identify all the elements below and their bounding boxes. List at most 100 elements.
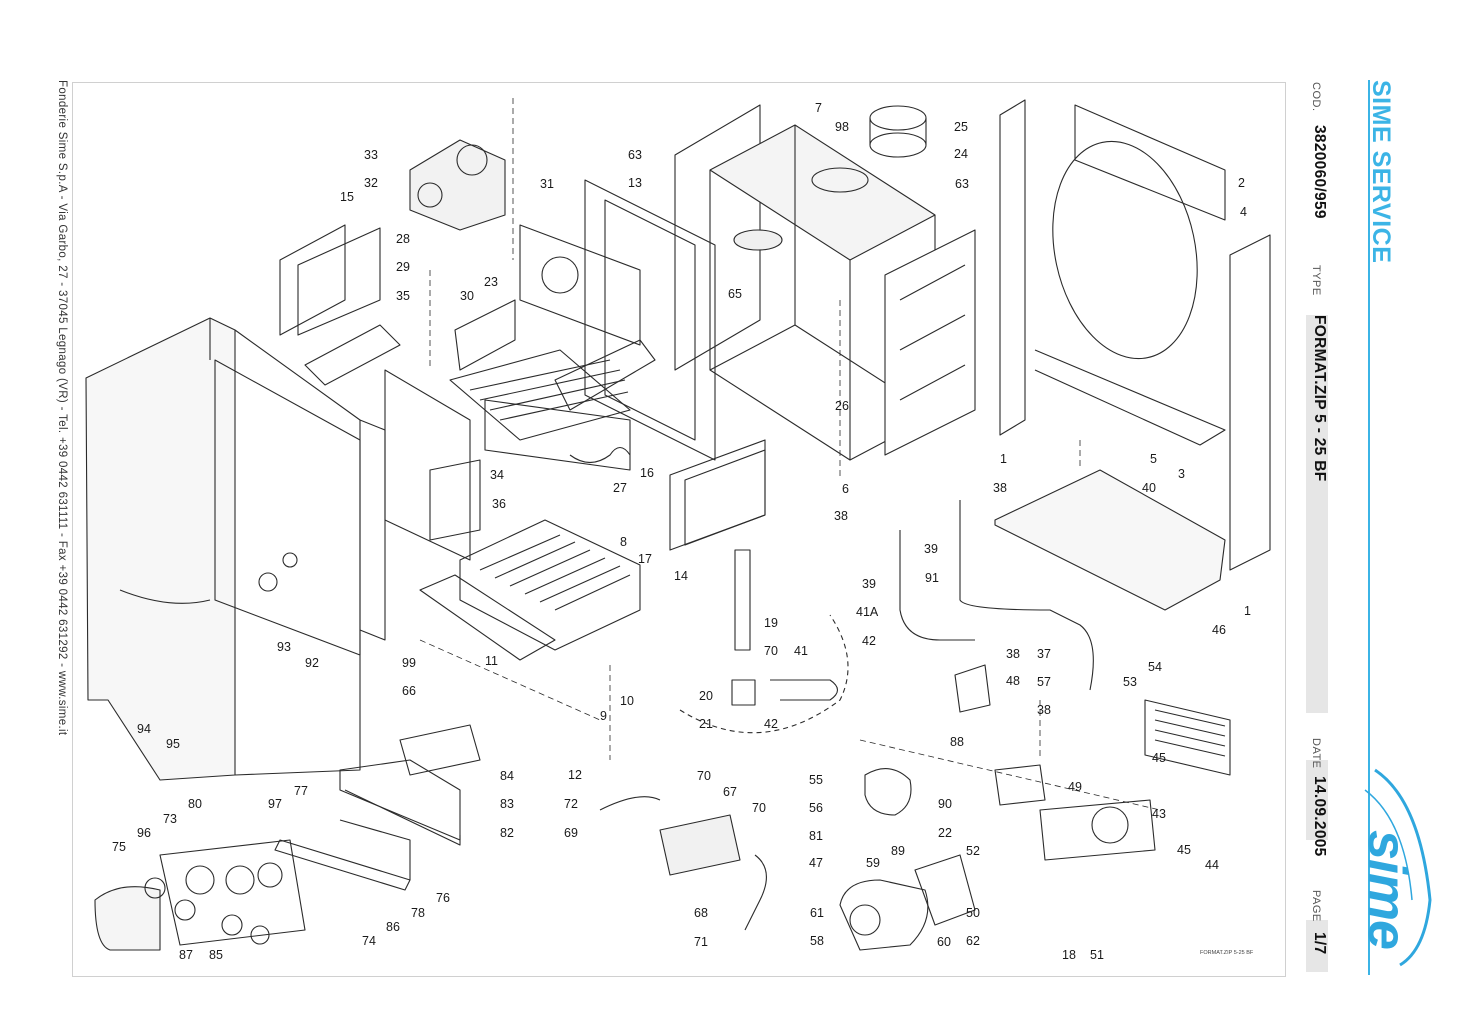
callout-7: 7 xyxy=(815,101,822,115)
callout-41: 41 xyxy=(794,644,808,658)
callout-96: 96 xyxy=(137,826,151,840)
callout-88: 88 xyxy=(950,735,964,749)
callout-67: 67 xyxy=(723,785,737,799)
callout-92: 92 xyxy=(305,656,319,670)
callout-76: 76 xyxy=(436,891,450,905)
callout-45-2: 45 xyxy=(1177,843,1191,857)
callout-36: 36 xyxy=(492,497,506,511)
callout-98: 98 xyxy=(835,120,849,134)
callout-50: 50 xyxy=(966,906,980,920)
callout-58: 58 xyxy=(810,934,824,948)
callout-56: 56 xyxy=(809,801,823,815)
callout-95: 95 xyxy=(166,737,180,751)
drawing-frame xyxy=(72,82,1286,977)
callout-33: 33 xyxy=(364,148,378,162)
callout-93: 93 xyxy=(277,640,291,654)
callout-72: 72 xyxy=(564,797,578,811)
callout-45: 45 xyxy=(1152,751,1166,765)
date-band xyxy=(1306,760,1328,840)
callout-89: 89 xyxy=(891,844,905,858)
callout-81: 81 xyxy=(809,829,823,843)
callout-51: 51 xyxy=(1090,948,1104,962)
callout-70: 70 xyxy=(764,644,778,658)
callout-82: 82 xyxy=(500,826,514,840)
callout-17: 17 xyxy=(638,552,652,566)
callout-70-3: 70 xyxy=(752,801,766,815)
callout-4: 4 xyxy=(1240,205,1247,219)
callout-86: 86 xyxy=(386,920,400,934)
callout-47: 47 xyxy=(809,856,823,870)
callout-53: 53 xyxy=(1123,675,1137,689)
callout-61: 61 xyxy=(810,906,824,920)
callout-70-2: 70 xyxy=(697,769,711,783)
callout-2: 2 xyxy=(1238,176,1245,190)
callout-37: 37 xyxy=(1037,647,1051,661)
drawing-code: FORMAT.ZIP 5-25 BF xyxy=(1200,950,1254,956)
callout-85: 85 xyxy=(209,948,223,962)
callout-27: 27 xyxy=(613,481,627,495)
callout-80: 80 xyxy=(188,797,202,811)
callout-30: 30 xyxy=(460,289,474,303)
callout-32: 32 xyxy=(364,176,378,190)
callout-94: 94 xyxy=(137,722,151,736)
callout-44: 44 xyxy=(1205,858,1219,872)
callout-22: 22 xyxy=(938,826,952,840)
callout-10: 10 xyxy=(620,694,634,708)
callout-34: 34 xyxy=(490,468,504,482)
callout-78: 78 xyxy=(411,906,425,920)
callout-77: 77 xyxy=(294,784,308,798)
callout-39: 39 xyxy=(862,577,876,591)
callout-18: 18 xyxy=(1062,948,1076,962)
callout-24: 24 xyxy=(954,147,968,161)
callout-46: 46 xyxy=(1212,623,1226,637)
callout-1-2: 1 xyxy=(1244,604,1251,618)
callout-97: 97 xyxy=(268,797,282,811)
callout-68: 68 xyxy=(694,906,708,920)
callout-38-3: 38 xyxy=(1006,647,1020,661)
callout-83: 83 xyxy=(500,797,514,811)
callout-12: 12 xyxy=(568,768,582,782)
callout-35: 35 xyxy=(396,289,410,303)
callout-5: 5 xyxy=(1150,452,1157,466)
callout-1: 1 xyxy=(1000,452,1007,466)
callout-65: 65 xyxy=(728,287,742,301)
callout-42-2: 42 xyxy=(764,717,778,731)
callout-90: 90 xyxy=(938,797,952,811)
callout-55: 55 xyxy=(809,773,823,787)
callout-84: 84 xyxy=(500,769,514,783)
callout-63: 63 xyxy=(628,148,642,162)
callout-15: 15 xyxy=(340,190,354,204)
callout-3: 3 xyxy=(1178,467,1185,481)
callout-40: 40 xyxy=(1142,481,1156,495)
callout-28: 28 xyxy=(396,232,410,246)
callout-60: 60 xyxy=(937,935,951,949)
callout-99: 99 xyxy=(402,656,416,670)
callout-38: 38 xyxy=(993,481,1007,495)
callout-25: 25 xyxy=(954,120,968,134)
callout-63-2: 63 xyxy=(955,177,969,191)
callout-20: 20 xyxy=(699,689,713,703)
callout-48: 48 xyxy=(1006,674,1020,688)
callout-54: 54 xyxy=(1148,660,1162,674)
callout-57: 57 xyxy=(1037,675,1051,689)
callout-16: 16 xyxy=(640,466,654,480)
callout-43: 43 xyxy=(1152,807,1166,821)
callout-91: 91 xyxy=(925,571,939,585)
callout-74: 74 xyxy=(362,934,376,948)
callout-8: 8 xyxy=(620,535,627,549)
callout-39-2: 39 xyxy=(924,542,938,556)
brand-rule xyxy=(1368,80,1370,975)
callout-14: 14 xyxy=(674,569,688,583)
callout-13: 13 xyxy=(628,176,642,190)
callout-71: 71 xyxy=(694,935,708,949)
callout-11: 11 xyxy=(485,654,498,668)
callout-41a: 41A xyxy=(856,605,879,619)
callout-38-2: 38 xyxy=(834,509,848,523)
callout-49: 49 xyxy=(1068,780,1082,794)
callout-62: 62 xyxy=(966,934,980,948)
callout-87: 87 xyxy=(179,948,193,962)
type-band xyxy=(1306,315,1328,713)
callout-29: 29 xyxy=(396,260,410,274)
